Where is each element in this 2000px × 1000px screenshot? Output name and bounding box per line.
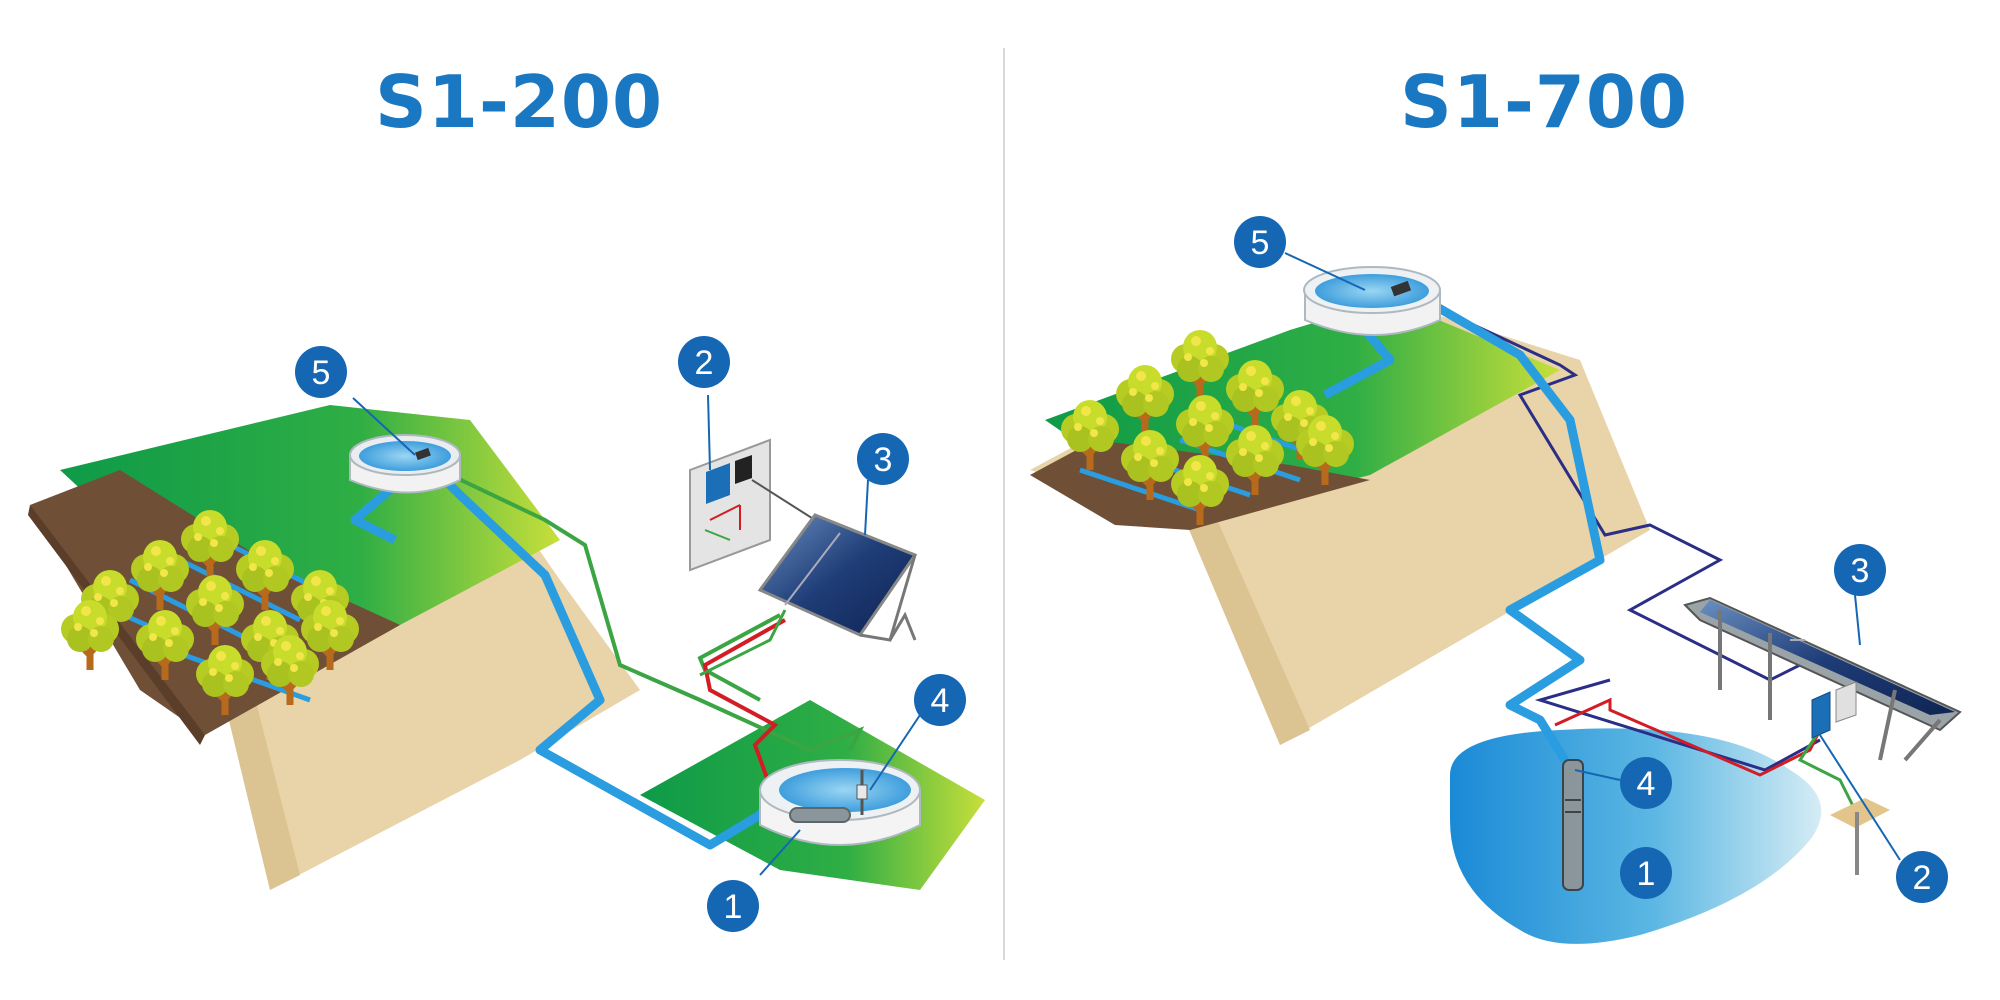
controller-icon xyxy=(689,438,816,572)
water-source xyxy=(1450,728,1822,944)
callout-3-right: 3 xyxy=(1834,544,1886,596)
s1-200-title: S1-200 xyxy=(375,60,664,144)
svg-text:3: 3 xyxy=(874,441,893,479)
callout-2-right: 2 xyxy=(1896,851,1948,903)
solar-panel-icon xyxy=(1683,596,1962,762)
pump-icon xyxy=(1562,759,1584,891)
ground-rod-icon xyxy=(1830,798,1890,875)
svg-text:2: 2 xyxy=(695,344,714,382)
svg-text:4: 4 xyxy=(931,682,950,720)
lower-tank xyxy=(759,759,921,846)
panel-divider xyxy=(1003,48,1005,960)
svg-text:3: 3 xyxy=(1851,552,1870,590)
callout-4-right: 4 xyxy=(1620,757,1672,809)
upper-tank xyxy=(349,434,461,494)
controller-icon xyxy=(1811,681,1857,739)
callout-5-right: 5 xyxy=(1234,216,1286,268)
svg-text:1: 1 xyxy=(1637,855,1656,893)
callout-4: 4 xyxy=(914,674,966,726)
pump-icon xyxy=(789,807,851,823)
svg-text:2: 2 xyxy=(1913,859,1932,897)
callout-3: 3 xyxy=(857,433,909,485)
svg-text:5: 5 xyxy=(1251,224,1270,262)
callout-2: 2 xyxy=(678,336,730,388)
svg-text:1: 1 xyxy=(724,888,743,926)
solar-panel-icon xyxy=(757,513,918,642)
callout-5: 5 xyxy=(295,346,347,398)
s1-700-title: S1-700 xyxy=(1400,60,1689,144)
s1-700-scene: 5 3 4 1 2 xyxy=(1030,216,1962,944)
svg-text:4: 4 xyxy=(1637,765,1656,803)
svg-text:5: 5 xyxy=(312,354,331,392)
upper-tank-right xyxy=(1303,266,1441,336)
s1-200-scene: 5 2 3 4 1 xyxy=(28,336,985,932)
callout-1: 1 xyxy=(707,880,759,932)
callout-1-right: 1 xyxy=(1620,847,1672,899)
